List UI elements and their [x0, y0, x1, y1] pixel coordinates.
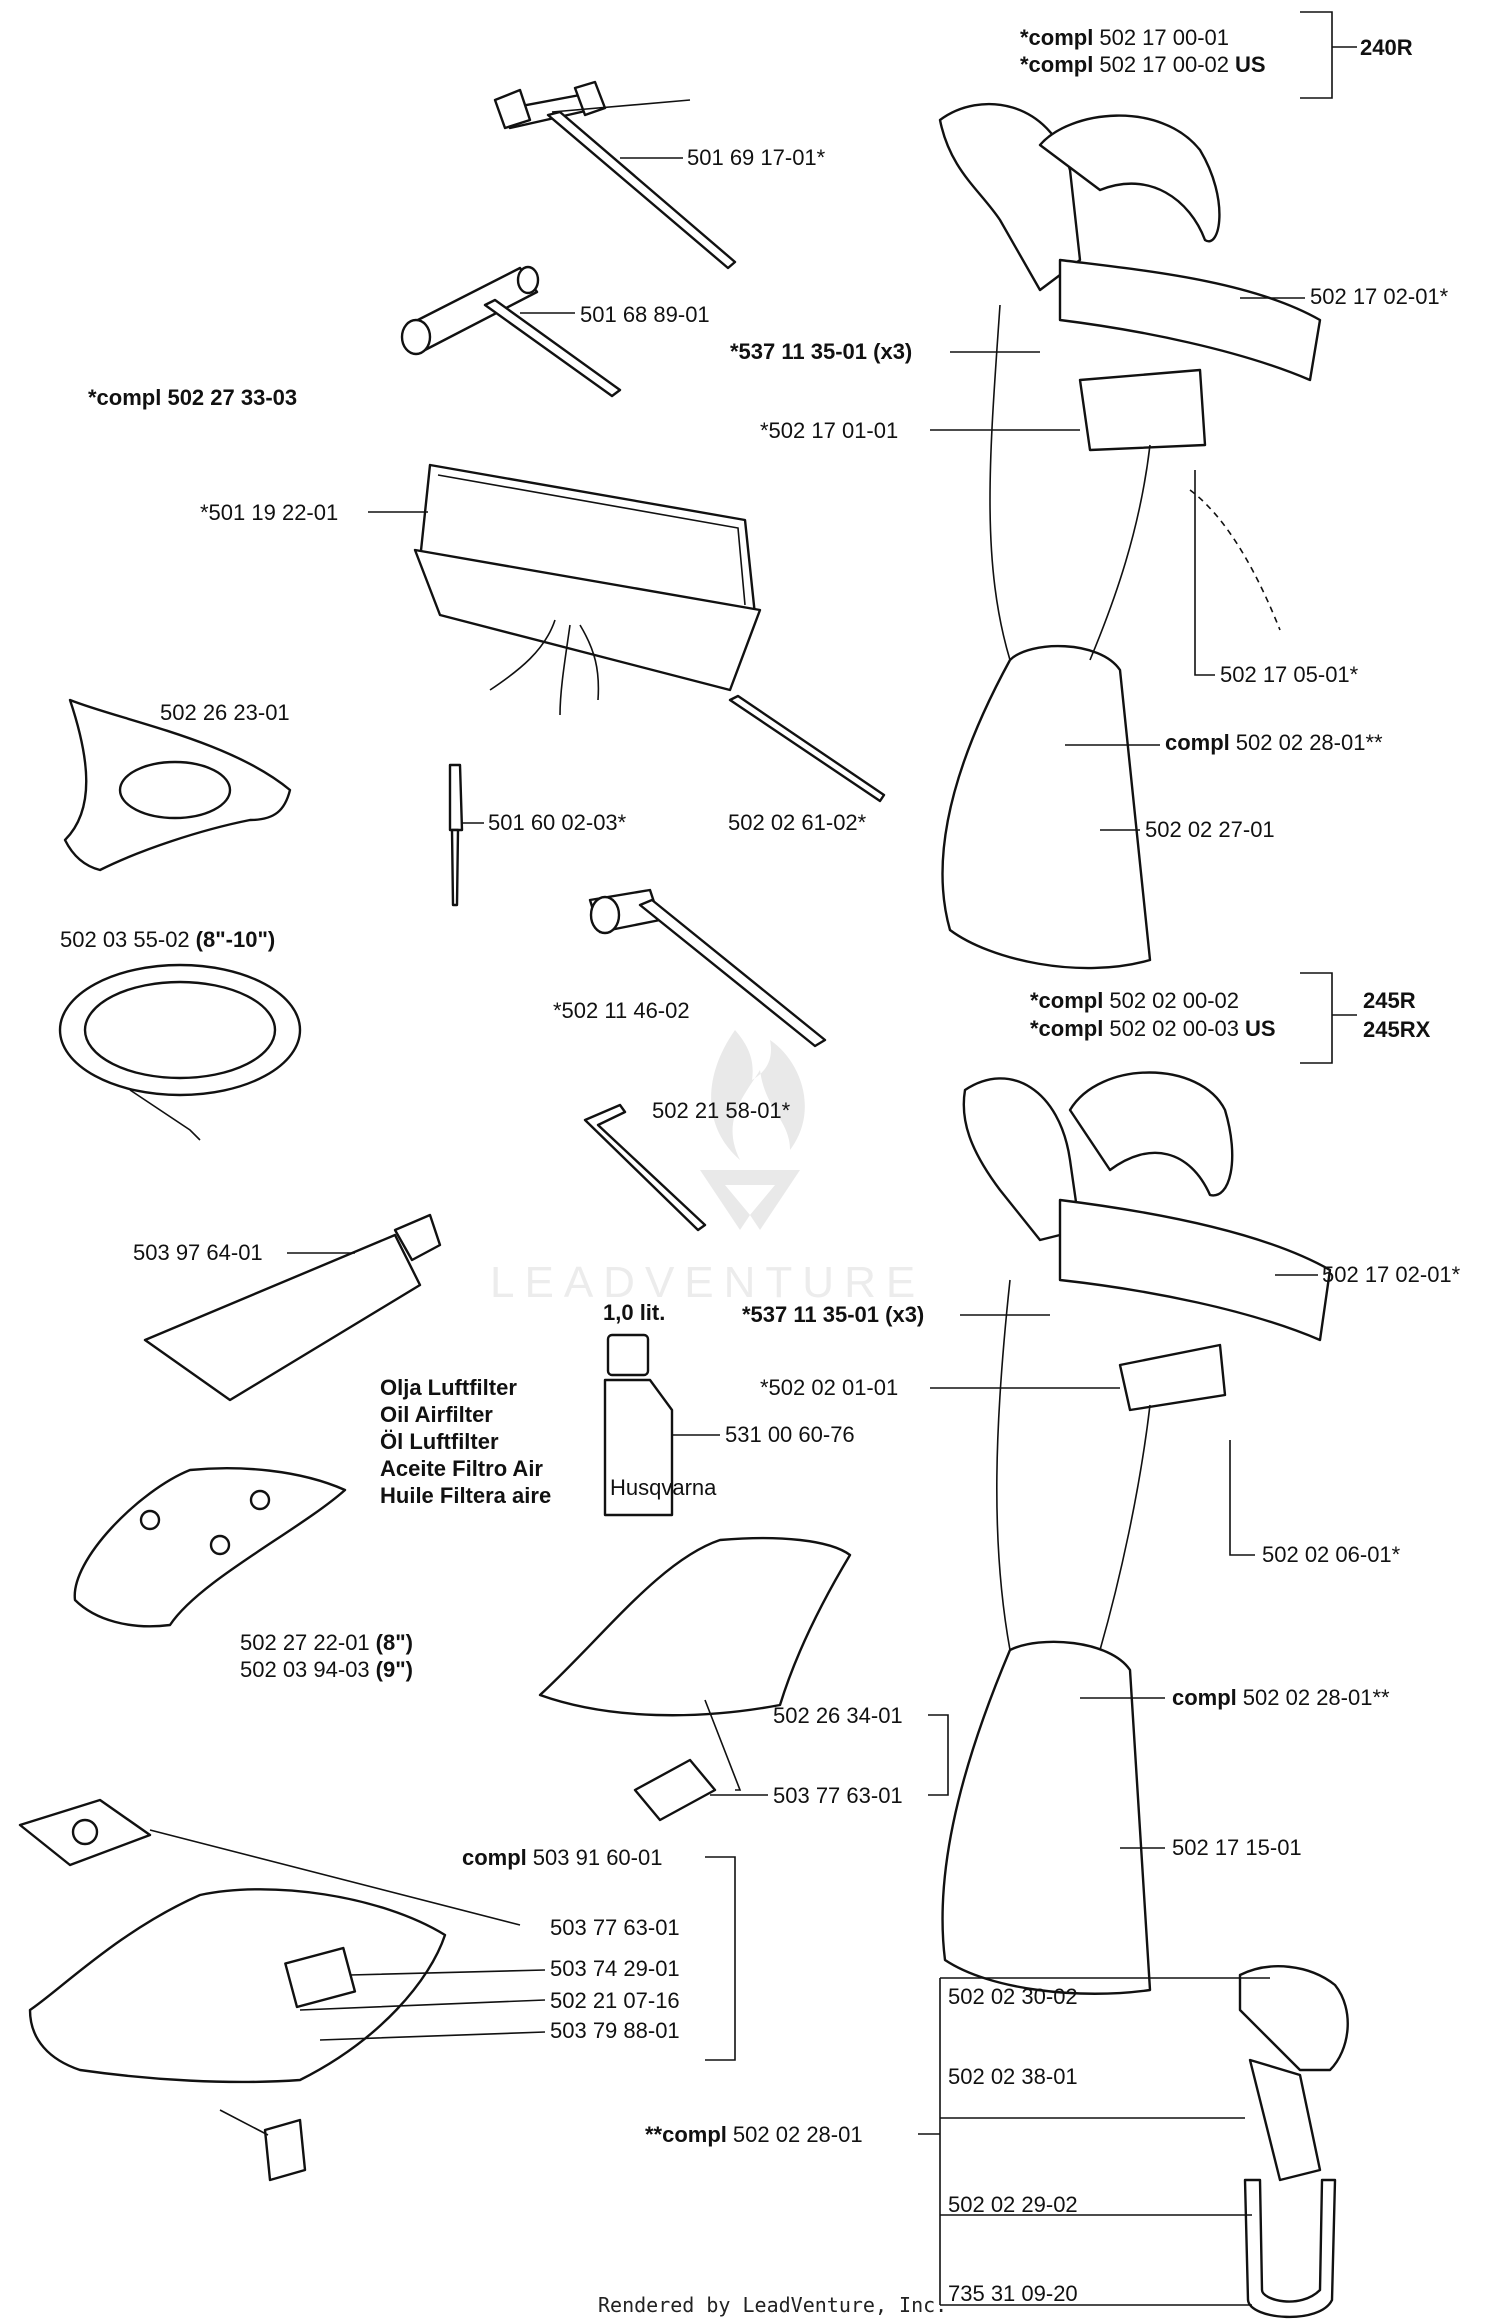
oil-name-4: Aceite Filtro Air — [380, 1456, 543, 1481]
trimmer-head-502262301: 502 26 23-01 — [63, 698, 292, 872]
label-hook-part-3: 502 02 29-02 — [948, 2192, 1078, 2217]
label-502170501: 502 17 05-01* — [1220, 662, 1359, 687]
label-oil-volume: 1,0 lit. — [603, 1300, 665, 1325]
label-hook-part-4: 735 31 09-20 — [948, 2281, 1078, 2306]
label-kit-502273303: *compl 502 27 33-03 — [88, 385, 297, 410]
hook-detail: 502 02 30-02 502 02 38-01 502 02 29-02 7… — [645, 1965, 1349, 2319]
label-537113501-a: *537 11 35-01 (x3) — [730, 339, 912, 364]
harness-245r: 502 17 02-01* *537 11 35-01 (x3) *502 02… — [742, 1071, 1461, 1995]
watermark-text: LEADVENTURE — [490, 1258, 925, 1307]
guard-502263401: 502 26 34-01 503 77 63-01 — [538, 1536, 949, 1822]
oil-name-5: Huile Filtera aire — [380, 1483, 551, 1508]
label-502170101: *502 17 01-01 — [760, 418, 898, 443]
label-guard-1: 502 27 22-01(8") — [240, 1630, 413, 1655]
harness-240r: 502 17 02-01* *537 11 35-01 (x3) *502 17… — [730, 102, 1449, 970]
t-wrench-501688901: 501 68 89-01 — [400, 265, 710, 398]
label-hook-part-2: 502 02 38-01 — [948, 2064, 1078, 2089]
label-502022701: 502 02 27-01 — [1145, 817, 1275, 842]
label-501192201: *501 19 22-01 — [200, 500, 338, 525]
label-502215801: 502 21 58-01* — [652, 1098, 791, 1123]
model-245r: 245R — [1363, 988, 1416, 1013]
oil-name-2: Oil Airfilter — [380, 1402, 493, 1427]
label-502263401: 502 26 34-01 — [773, 1703, 903, 1728]
model-245rx: 245RX — [1363, 1017, 1431, 1042]
label-502171501: 502 17 15-01 — [1172, 1835, 1302, 1860]
label-503776301-a: 503 77 63-01 — [773, 1783, 903, 1808]
oil-names-list: Olja Luftfilter Oil Airfilter Öl Luftfil… — [380, 1375, 551, 1508]
label-503798801: 503 79 88-01 — [550, 2018, 680, 2043]
label-hook-part-1: 502 02 30-02 — [948, 1984, 1078, 2009]
label-502170201-b: 502 17 02-01* — [1322, 1262, 1461, 1287]
label-503776301-b: 503 77 63-01 — [550, 1915, 680, 1940]
pin-501600203: 501 60 02-03* — [448, 763, 627, 907]
oil-bottle-brand: Husqvarna — [610, 1475, 717, 1500]
wrench-502114602: *502 11 46-02 — [553, 888, 827, 1048]
hex-key-502215801: 502 21 58-01* — [583, 1098, 791, 1232]
label-502035502: 502 03 55-02(8"-10") — [60, 927, 275, 952]
label-501688901: 501 68 89-01 — [580, 302, 710, 327]
label-503976401: 503 97 64-01 — [133, 1240, 263, 1265]
label-502170201-a: 502 17 02-01* — [1310, 284, 1449, 309]
t-wrench-501691701: 501 69 17-01* — [493, 80, 826, 270]
guard-502272201: 502 27 22-01(8") 502 03 94-03(9") — [73, 1466, 413, 1682]
ring-502035502: 502 03 55-02(8"-10") — [58, 927, 302, 1141]
label-531006076: 531 00 60-76 — [725, 1422, 855, 1447]
label-501600203: 501 60 02-03* — [488, 810, 627, 835]
label-502262301: 502 26 23-01 — [160, 700, 290, 725]
oil-name-3: Öl Luftfilter — [380, 1429, 499, 1454]
grease-tube-503976401: 503 97 64-01 — [133, 1213, 442, 1402]
label-502026102: 502 02 61-02* — [728, 810, 867, 835]
label-503742901: 503 74 29-01 — [550, 1956, 680, 1981]
label-502114602: *502 11 46-02 — [553, 998, 690, 1023]
oil-bottle-531006076: 1,0 lit. Husqvarna 531 00 60-76 Olja Luf… — [380, 1300, 855, 1517]
file-502026102: 502 02 61-02* — [728, 694, 886, 835]
model-240r: 240R — [1360, 35, 1413, 60]
label-502020101: *502 02 01-01 — [760, 1375, 898, 1400]
oil-name-1: Olja Luftfilter — [380, 1375, 517, 1400]
leadventure-watermark: LEADVENTURE — [490, 1030, 925, 1307]
label-502210716: 502 21 07-16 — [550, 1988, 680, 2013]
footer-credit: Rendered by LeadVenture, Inc. — [598, 2293, 947, 2317]
bracket-240r — [1300, 11, 1357, 99]
label-502020601: 502 02 06-01* — [1262, 1542, 1401, 1567]
tool-bag-501192201: *501 19 22-01 — [200, 463, 762, 716]
label-501691701: 501 69 17-01* — [687, 145, 826, 170]
label-guard-2: 502 03 94-03(9") — [240, 1657, 413, 1682]
label-537113501-b: *537 11 35-01 (x3) — [742, 1302, 924, 1327]
